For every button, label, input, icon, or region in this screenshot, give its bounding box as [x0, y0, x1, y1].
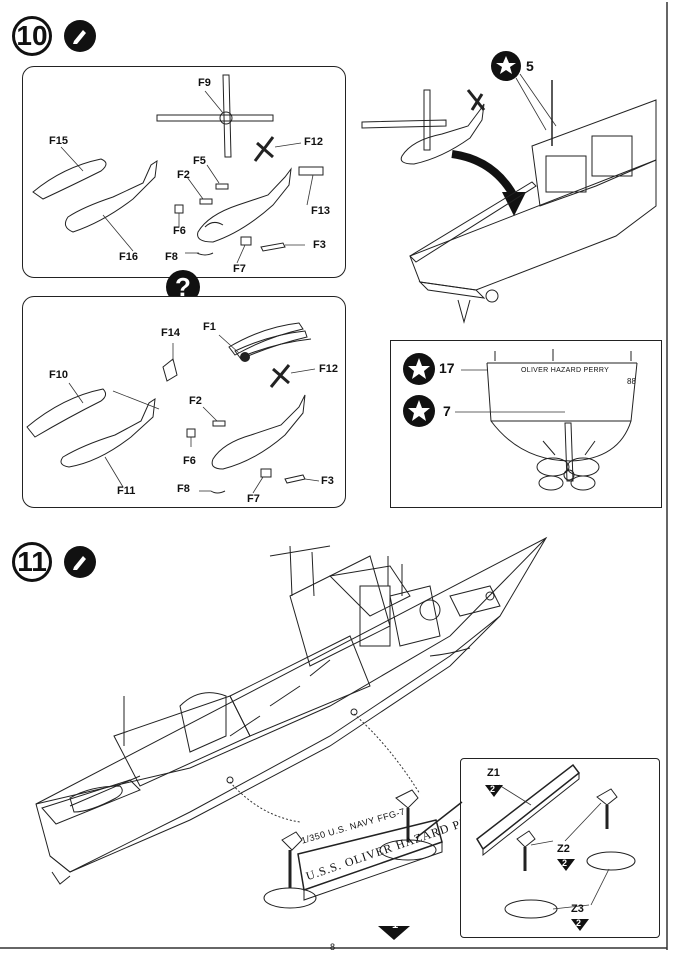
stern-hull-number: 88 — [627, 377, 636, 386]
label-f10: F10 — [49, 369, 68, 381]
z3-qty: 2 — [576, 918, 582, 928]
decal-ref-7: 7 — [443, 403, 451, 419]
detail-connector — [415, 801, 463, 839]
label-f2: F2 — [177, 169, 190, 181]
label-f11: F11 — [117, 485, 136, 497]
label-f2: F2 — [189, 395, 202, 407]
label-f9: F9 — [198, 77, 211, 89]
ship-stern-drawing — [361, 51, 657, 324]
label-f6: F6 — [183, 455, 196, 467]
label-z3: Z3 — [571, 903, 584, 915]
label-f12: F12 — [319, 363, 338, 375]
stand-parts-drawing — [476, 763, 636, 931]
z1-qty: 2 — [490, 784, 496, 794]
decal-ref-5: 5 — [526, 58, 534, 74]
stern-decal-detail-box: 17 7 OLIVER HAZARD PERRY 88 — [390, 340, 662, 508]
plate-part-number: 1 — [391, 919, 399, 931]
helicopter-a-drawing — [32, 74, 324, 264]
helicopter-assembly-panel-a: F9 F15 F16 F12 F5 F2 F13 F6 F3 F8 F7 — [22, 66, 346, 278]
label-f13: F13 — [311, 205, 330, 217]
label-z1: Z1 — [487, 767, 500, 779]
step-11-number: 11 — [12, 542, 52, 582]
step-10-number: 10 — [12, 16, 52, 56]
label-f14: F14 — [161, 327, 180, 339]
label-f16: F16 — [119, 251, 138, 263]
helicopter-b-drawing — [26, 322, 320, 494]
label-f5: F5 — [193, 155, 206, 167]
cement-pen-icon — [64, 20, 96, 52]
label-f8: F8 — [165, 251, 178, 263]
label-f7: F7 — [233, 263, 246, 275]
label-f12: F12 — [304, 136, 323, 148]
stern-decal-drawing — [403, 349, 638, 491]
stand-parts-box: Z1 2 Z2 2 Z3 2 — [460, 758, 660, 938]
helicopter-assembly-panel-b: F14 F1 F10 F12 F2 F6 F11 F8 F7 F3 — [22, 296, 346, 508]
label-f3: F3 — [313, 239, 326, 251]
label-f6: F6 — [173, 225, 186, 237]
page-number: 8 — [330, 942, 336, 952]
stern-ship-name: OLIVER HAZARD PERRY — [521, 367, 610, 374]
label-f8: F8 — [177, 483, 190, 495]
z2-qty: 2 — [562, 858, 568, 868]
label-z2: Z2 — [557, 843, 570, 855]
stand-assembly-drawing — [263, 789, 443, 940]
cement-pen-icon — [64, 546, 96, 578]
decal-ref-17: 17 — [439, 360, 455, 376]
label-f15: F15 — [49, 135, 68, 147]
question-mark-text: ? — [175, 271, 191, 302]
full-ship-drawing — [35, 536, 548, 885]
label-f3: F3 — [321, 475, 334, 487]
label-f7: F7 — [247, 493, 260, 505]
label-f1: F1 — [203, 321, 216, 333]
